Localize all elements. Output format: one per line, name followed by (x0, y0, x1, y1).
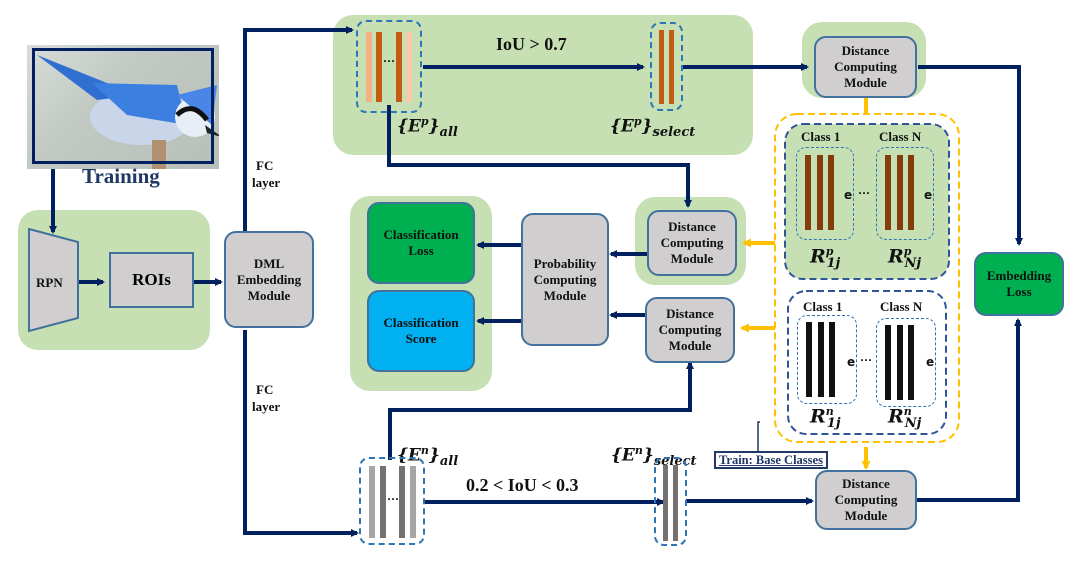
arrow-dml-to-negative (243, 330, 359, 537)
rpn-shape (28, 228, 79, 333)
fc-top-line2: layer (252, 175, 281, 190)
rois-box: ROIs (109, 252, 194, 308)
negative-iou-condition: 0.2 < IoU < 0.3 (466, 475, 579, 495)
input-image (27, 45, 219, 169)
train-base-classes-note: Train: Base Classes (714, 451, 828, 469)
bird-icon (37, 55, 219, 169)
positive-select-label: {Ep}select (610, 115, 696, 141)
neg-class-n-reps (876, 318, 936, 407)
neg-r-first: Rn1j (810, 405, 841, 432)
training-caption: Training (82, 164, 160, 188)
pos-class-1-title: Class 1 (801, 129, 841, 144)
classification-loss: Classification Loss (367, 202, 475, 284)
probability-computing-module: Probability Computing Module (521, 213, 609, 346)
distance-module-positive: Distance Computing Module (647, 210, 737, 276)
rpn-label: RPN (36, 275, 63, 290)
rois-label: ROIs (132, 270, 171, 289)
positive-iou-condition: IoU > 0.7 (496, 34, 567, 54)
pos-class-n-reps (876, 147, 934, 240)
neg-reps-ellipsis: ··· (860, 353, 873, 367)
negative-ellipsis: ··· (387, 492, 400, 506)
positive-ellipsis: ··· (383, 54, 396, 68)
pos-reps-ellipsis: ··· (858, 186, 871, 200)
pos-class-n-title: Class N (879, 129, 922, 144)
negative-select-embeddings (654, 457, 687, 546)
pos-e-1: e (844, 188, 853, 202)
pos-e-n: e (924, 188, 933, 202)
distance-module-top: Distance Computing Module (814, 36, 917, 98)
negative-all-embeddings: ··· (359, 457, 425, 545)
neg-r-last: RnNj (888, 405, 922, 432)
pos-r-last: RpNj (888, 245, 922, 272)
classification-score: Classification Score (367, 290, 475, 372)
fc-layer-bottom: FC layer (252, 381, 280, 415)
fc-layer-top: FC layer (252, 157, 280, 191)
pos-class-1-reps (796, 147, 854, 240)
training-bbox (32, 48, 214, 164)
note-connector (757, 421, 760, 452)
fc-top-line1: FC (256, 158, 274, 173)
fc-bottom-line1: FC (256, 382, 274, 397)
distance-module-negative: Distance Computing Module (645, 297, 735, 363)
neg-class-1-title: Class 1 (803, 299, 843, 314)
negative-all-label: {En}all (397, 444, 459, 470)
dml-embedding-module: DML Embedding Module (224, 231, 314, 328)
dml-line2: Embedding (236, 271, 302, 287)
fc-bottom-line2: layer (252, 399, 281, 414)
positive-all-embeddings: ··· (356, 20, 422, 113)
neg-e-1: e (847, 355, 856, 369)
positive-select-embeddings (650, 22, 683, 111)
neg-e-n: e (926, 355, 935, 369)
embedding-loss: Embedding Loss (974, 252, 1064, 316)
neg-class-1-reps (797, 315, 857, 404)
dml-line1: DML (253, 255, 285, 271)
dml-line3: Module (247, 287, 291, 303)
pos-r-first: Rp1j (810, 245, 841, 272)
distance-module-bottom: Distance Computing Module (815, 470, 917, 530)
neg-class-n-title: Class N (880, 299, 923, 314)
positive-all-label: {Ep}all (397, 115, 458, 141)
